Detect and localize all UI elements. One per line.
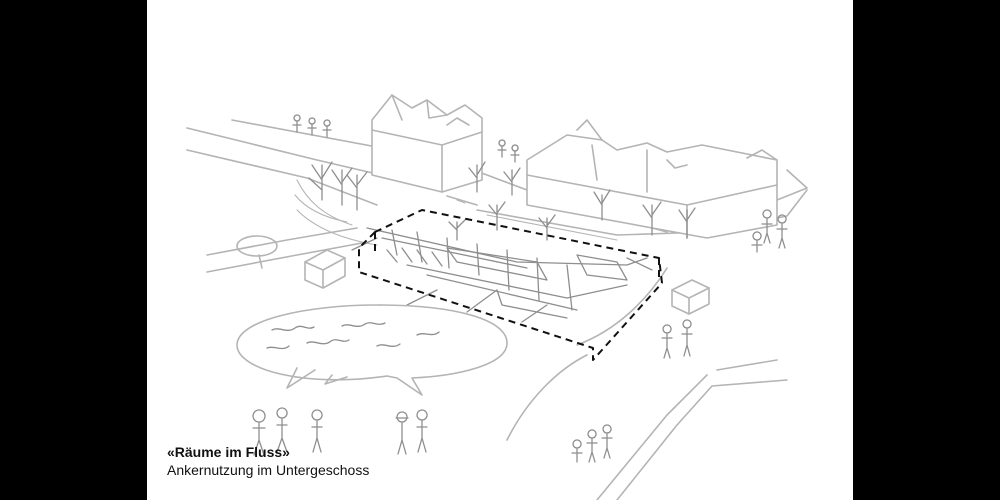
speech-bubble bbox=[236, 304, 508, 396]
people bbox=[252, 114, 788, 463]
caption-title: «Räume im Fluss» bbox=[167, 444, 290, 460]
drawing-panel: «Räume im Fluss» Ankernutzung im Unterge… bbox=[147, 0, 853, 500]
building-left bbox=[371, 94, 483, 193]
axonometric-drawing bbox=[186, 94, 808, 500]
kiosk-box-right bbox=[671, 279, 710, 315]
kiosk-box-left bbox=[304, 249, 346, 289]
trees bbox=[294, 161, 696, 241]
building-right bbox=[526, 119, 778, 239]
caption-subtitle: Ankernutzung im Untergeschoss bbox=[167, 462, 370, 478]
underground-level-outline bbox=[358, 209, 663, 361]
caption: «Räume im Fluss» Ankernutzung im Unterge… bbox=[167, 443, 369, 479]
river-bank bbox=[296, 209, 788, 500]
pavilion-structure bbox=[351, 227, 653, 323]
